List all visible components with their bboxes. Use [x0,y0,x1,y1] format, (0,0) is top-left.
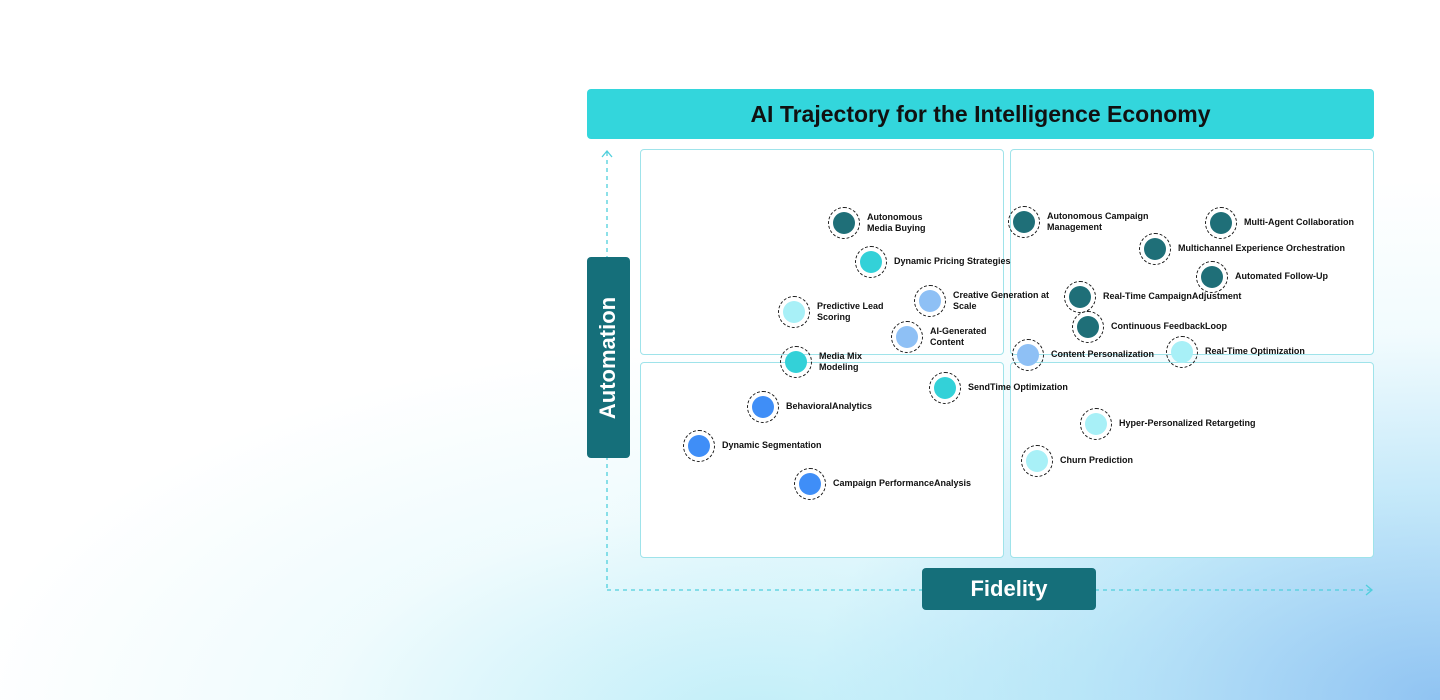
y-axis-label: Automation [587,257,630,458]
node-dot [1069,286,1091,308]
node-dot [1013,211,1035,233]
node-label-line: Real-Time Optimization [1205,346,1305,356]
node-ring [1072,311,1104,343]
node-dot [896,326,918,348]
node-label-line: BehavioralAnalytics [786,401,873,411]
node-dot [919,290,941,312]
node-label: Multichannel Experience Orchestration [1178,243,1345,254]
quadrant-top-right [1010,149,1374,355]
node-label-line: Multichannel Experience Orchestration [1178,243,1346,253]
node-label: BehavioralAnalytics [786,401,872,412]
node-ring [794,468,826,500]
node-ring [1008,206,1040,238]
node-label: Churn Prediction [1060,455,1133,466]
node-dot [1085,413,1107,435]
node-ring [891,321,923,353]
quadrant-bottom-right [1010,362,1374,558]
node-label-line: AI-Generated [930,326,987,336]
node-label-line: Hyper-Personalized Retargeting [1119,418,1256,428]
node-dot [799,473,821,495]
node-label-line: Autonomous [867,212,923,222]
node-label-line: Campaign PerformanceAnalysis [833,478,972,488]
node-label-line: Automated Follow-Up [1235,271,1328,281]
node-ring [747,391,779,423]
node-ring [914,285,946,317]
node-label-line: Modeling [819,362,859,372]
node-ring [1080,408,1112,440]
node-ring [1021,445,1053,477]
node-label-line: Multi-Agent Collaboration [1244,217,1354,227]
node-label: Hyper-Personalized Retargeting [1119,418,1256,429]
node-label-line: Scale [953,301,977,311]
node-label: Campaign PerformanceAnalysis [833,478,971,489]
node-dot [1210,212,1232,234]
node-ring [778,296,810,328]
node-dot [1171,341,1193,363]
node-ring [1012,339,1044,371]
node-label: Real-Time CampaignAdjustment [1103,291,1241,302]
node-label-line: Predictive Lead [817,301,884,311]
node-dot [934,377,956,399]
node-label-line: Real-Time CampaignAdjustment [1103,291,1242,301]
node-dot [1077,316,1099,338]
node-dot [1026,450,1048,472]
node-label-line: Management [1047,222,1103,232]
node-ring [855,246,887,278]
node-label-line: SendTime Optimization [968,382,1068,392]
node-dot [833,212,855,234]
node-label-line: Dynamic Pricing Strategies [894,256,1011,266]
node-label-line: Content Personalization [1051,349,1155,359]
quadrant-top-left [640,149,1004,355]
y-axis-label-text: Automation [595,296,621,419]
node-dot [785,351,807,373]
node-label-line: Media Mix [819,351,863,361]
node-label: Dynamic Segmentation [722,440,822,451]
node-label: Content Personalization [1051,349,1154,360]
node-ring [780,346,812,378]
node-label: Real-Time Optimization [1205,346,1305,357]
diagram-title: AI Trajectory for the Intelligence Econo… [587,89,1374,139]
node-label-line: Creative Generation at [953,290,1050,300]
node-ring [828,207,860,239]
node-dot [860,251,882,273]
node-label-line: Media Buying [867,223,926,233]
node-label-line: Continuous FeedbackLoop [1111,321,1227,331]
node-label: Dynamic Pricing Strategies [894,256,1011,267]
node-ring [1166,336,1198,368]
node-label-line: Scoring [817,312,851,322]
node-label: Automated Follow-Up [1235,271,1328,282]
node-ring [929,372,961,404]
node-label-line: Autonomous Campaign [1047,211,1149,221]
node-dot [1017,344,1039,366]
node-label: SendTime Optimization [968,382,1068,393]
node-dot [1144,238,1166,260]
node-label-line: Dynamic Segmentation [722,440,822,450]
node-dot [783,301,805,323]
node-dot [752,396,774,418]
node-dot [1201,266,1223,288]
node-dot [688,435,710,457]
node-ring [1139,233,1171,265]
x-axis-arrowhead [1365,584,1374,596]
x-axis-label: Fidelity [922,568,1096,610]
node-ring [1205,207,1237,239]
node-label-line: Content [930,337,964,347]
node-ring [1196,261,1228,293]
node-ring [683,430,715,462]
node-label: Multi-Agent Collaboration [1244,217,1354,228]
node-label: Continuous FeedbackLoop [1111,321,1227,332]
y-axis-arrowhead [601,149,613,158]
node-label-line: Churn Prediction [1060,455,1134,465]
